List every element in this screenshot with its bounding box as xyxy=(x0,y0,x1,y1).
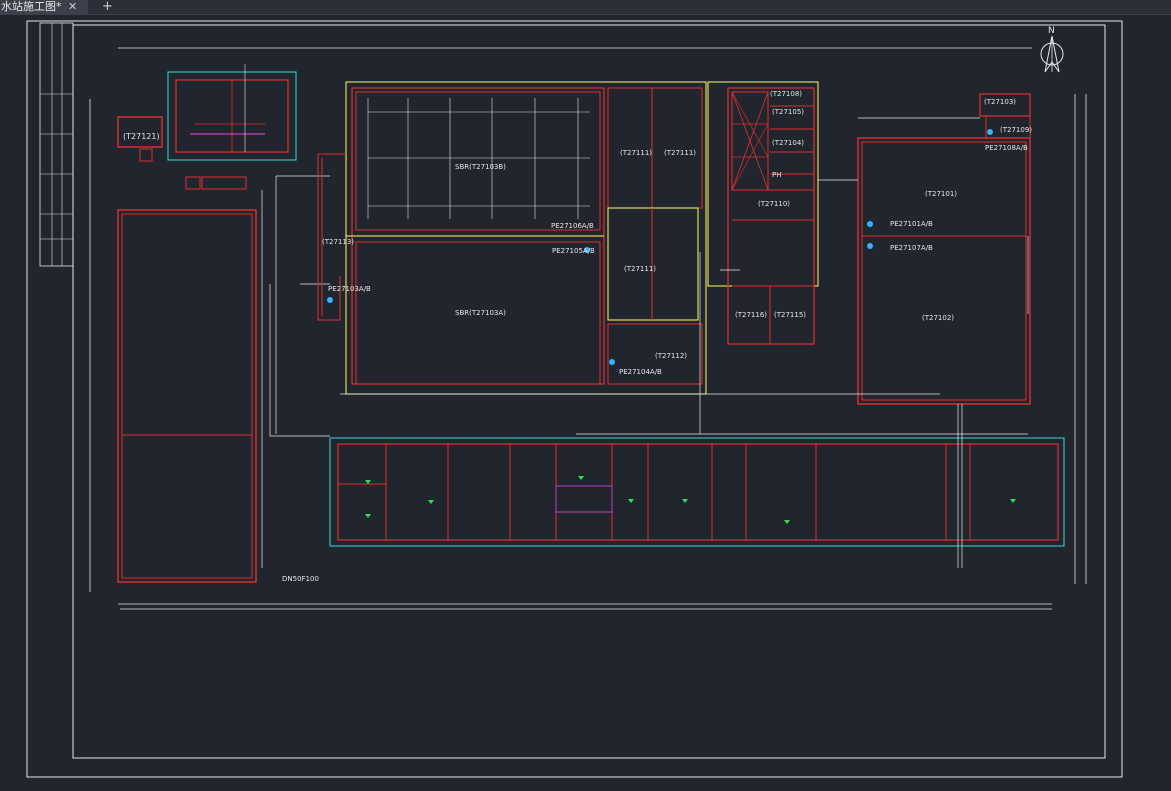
north-arrow: N xyxy=(1040,26,1064,73)
tank-t27121-label: (T27121) xyxy=(123,132,160,141)
pe27104-label: PE27104A/B xyxy=(619,368,662,376)
t27104-label: (T27104) xyxy=(772,139,804,147)
pump-pe27108[interactable] xyxy=(987,129,993,135)
pe27108-label: PE27108A/B xyxy=(985,144,1028,152)
t27111c-label: (T27111) xyxy=(624,265,656,273)
ph-label: PH xyxy=(772,171,782,179)
t27112-label: (T27112) xyxy=(655,352,687,360)
aeration-grid xyxy=(367,98,590,219)
dn-label: DN50F100 xyxy=(282,575,319,583)
cad-drawing-canvas[interactable]: N (T27121) xyxy=(0,14,1171,791)
bottom-office-annex[interactable] xyxy=(329,437,1065,547)
t27116-label: (T27116) xyxy=(735,311,767,319)
close-icon[interactable]: ✕ xyxy=(68,0,78,13)
pump-pe27106[interactable] xyxy=(584,247,590,253)
sbr-b-label: SBR(T27103B) xyxy=(455,163,506,171)
document-tab-title: 水站施工图* xyxy=(1,0,62,13)
t27103-label: (T27103) xyxy=(984,98,1016,106)
pe27105-top-label: PE27105A/B xyxy=(552,247,595,255)
top-left-pump-house[interactable] xyxy=(167,64,297,161)
t27110-label: (T27110) xyxy=(758,200,790,208)
left-storage-building[interactable] xyxy=(117,209,257,583)
pump-pe27101b[interactable] xyxy=(867,243,873,249)
new-tab-icon[interactable]: + xyxy=(102,0,113,14)
drawing-frame xyxy=(26,20,1123,778)
pipe-network xyxy=(261,117,1029,568)
dimension-lines xyxy=(89,47,1087,610)
t27101-label: (T27101) xyxy=(925,190,957,198)
pe27103-label: PE27103A/B xyxy=(328,285,371,293)
sbr-a-label: SBR(T27103A) xyxy=(455,309,506,317)
t27115-label: (T27115) xyxy=(774,311,806,319)
pump-pe27101a[interactable] xyxy=(867,221,873,227)
dosing-box-2[interactable] xyxy=(201,176,247,190)
pe27107-label: PE27107A/B xyxy=(890,244,933,252)
pump-pe27104[interactable] xyxy=(327,297,333,303)
t27113-label: (T27113) xyxy=(322,238,354,246)
red-pipe-loop xyxy=(317,153,346,321)
document-tab[interactable]: 水站施工图* ✕ xyxy=(0,0,88,14)
t27105-label: (T27105) xyxy=(772,108,804,116)
t27109-label: (T27109) xyxy=(1000,126,1032,134)
level-marks xyxy=(365,476,1016,524)
t27111a-label: (T27111) xyxy=(620,149,652,157)
sbr-complex[interactable] xyxy=(345,81,707,395)
document-tab-bar: 水站施工图* ✕ + xyxy=(0,0,1171,15)
sludge-tank-block[interactable] xyxy=(707,81,819,345)
north-label: N xyxy=(1048,26,1055,36)
t27108-label: (T27108) xyxy=(770,90,802,98)
pe27106-label: PE27106A/B xyxy=(551,222,594,230)
t27111b-label: (T27111) xyxy=(664,149,696,157)
tank-t27121[interactable]: (T27121) xyxy=(117,116,163,162)
pump-pe27105[interactable] xyxy=(609,359,615,365)
equipment-markers[interactable] xyxy=(327,129,993,365)
pe27101-label: PE27101A/B xyxy=(890,220,933,228)
right-treatment-building[interactable] xyxy=(857,93,1031,405)
dosing-box[interactable] xyxy=(185,176,201,190)
t27102-label: (T27102) xyxy=(922,314,954,322)
